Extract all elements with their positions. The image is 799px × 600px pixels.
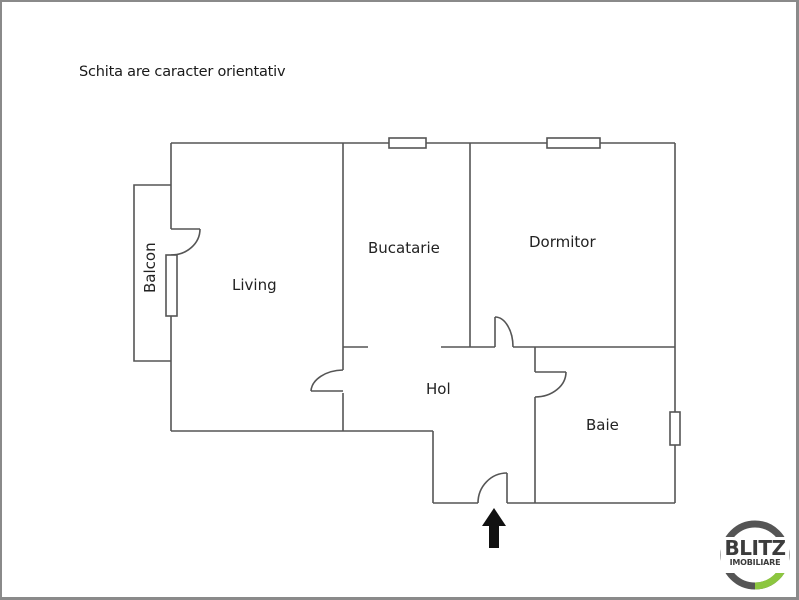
room-label-living: Living [232,276,277,294]
room-label-balcon: Balcon [141,242,159,293]
logo-text-imobiliare: IMOBILIARE [729,558,781,567]
room-label-hol: Hol [426,380,451,398]
kitchen-window [388,137,427,149]
bathroom-window [669,411,681,446]
arrow-up-icon [482,508,506,548]
orientative-note: Schita are caracter orientativ [79,64,286,80]
living-door-arc [310,369,344,392]
balcony-outline [133,184,171,362]
balcony-door-arc [170,228,201,256]
balcony-window [165,254,178,317]
entrance-door-arc [477,472,508,504]
logo-text-blitz: BLITZ [724,536,786,560]
room-label-bucatarie: Bucatarie [368,239,440,257]
logo-ring-icon [720,520,790,590]
bedroom-door-arc [494,316,514,348]
room-label-dormitor: Dormitor [529,233,596,251]
bath-door-arc [534,371,567,398]
blitz-logo: BLITZ IMOBILIARE [719,519,791,591]
bedroom-window [546,137,601,149]
room-label-baie: Baie [586,416,619,434]
